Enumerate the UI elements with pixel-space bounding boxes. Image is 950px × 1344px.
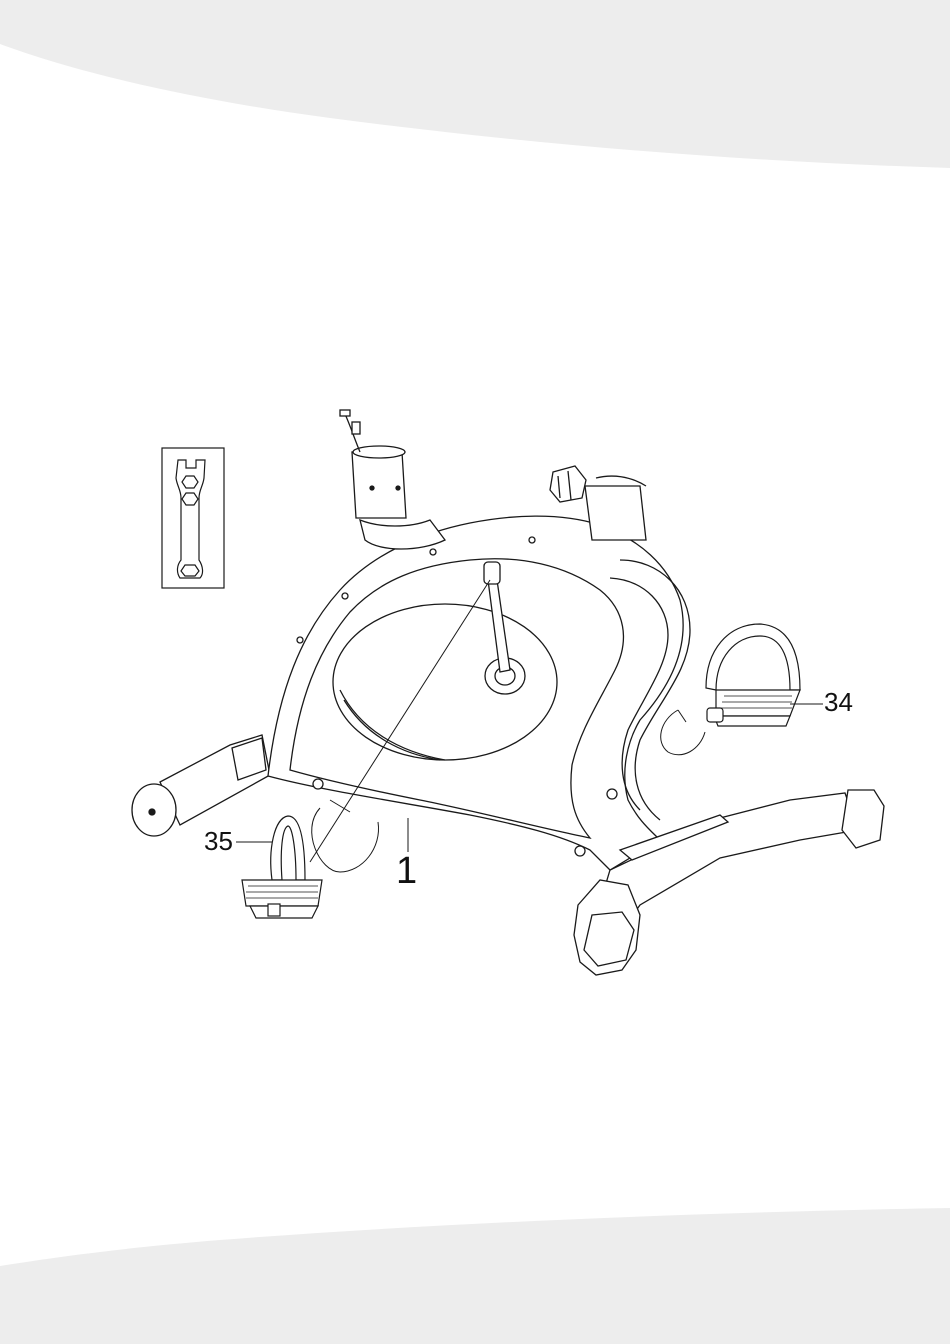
top-decorative-band: [0, 0, 950, 168]
callout-1: 1: [396, 852, 417, 890]
bottom-decorative-band: [0, 1208, 950, 1344]
right-rotation-arrow: [661, 710, 705, 755]
hex-wrench-icon: [162, 448, 224, 588]
pedal-right-part-34: [706, 624, 823, 726]
pedal-left-part-35: [236, 816, 322, 918]
callout-35: 35: [204, 828, 233, 854]
callout-34: 34: [824, 689, 853, 715]
